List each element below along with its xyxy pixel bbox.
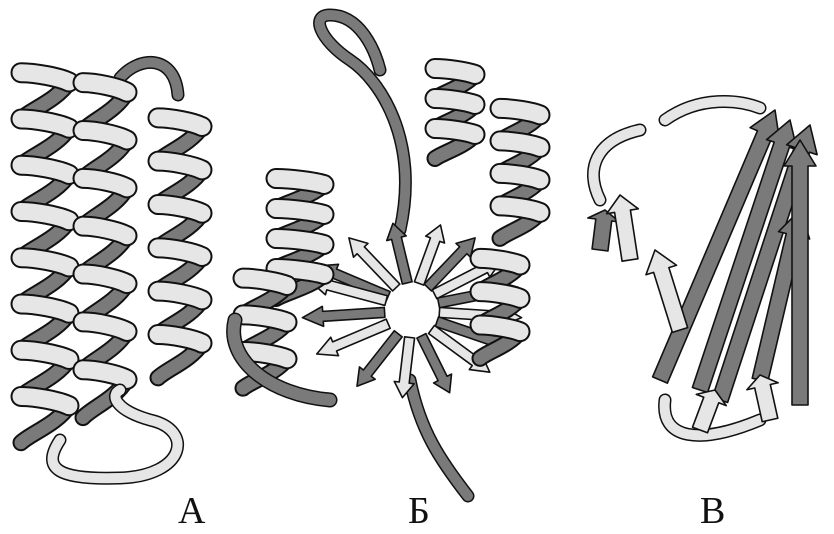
helix-3 [158, 118, 202, 378]
loop-top [665, 101, 760, 120]
panel-c-label: В [700, 492, 725, 530]
helix-2 [83, 83, 127, 418]
helix-1 [21, 73, 69, 443]
panel-a-helix-bundle [21, 62, 202, 478]
barrel-strand-8 [646, 250, 688, 332]
loop-left [593, 130, 640, 200]
panel-c-beta-barrel [588, 101, 817, 435]
panel-b-label: Б [408, 492, 430, 530]
n-terminal-tail [320, 15, 406, 230]
panel-a-label: А [178, 492, 205, 530]
helix-top [435, 69, 475, 159]
barrel-strand-9 [747, 375, 778, 422]
strand-15 [302, 306, 385, 326]
c-terminal-tail [410, 380, 468, 496]
helix-right [500, 108, 540, 238]
panel-b-alpha-beta-barrel [234, 15, 540, 496]
